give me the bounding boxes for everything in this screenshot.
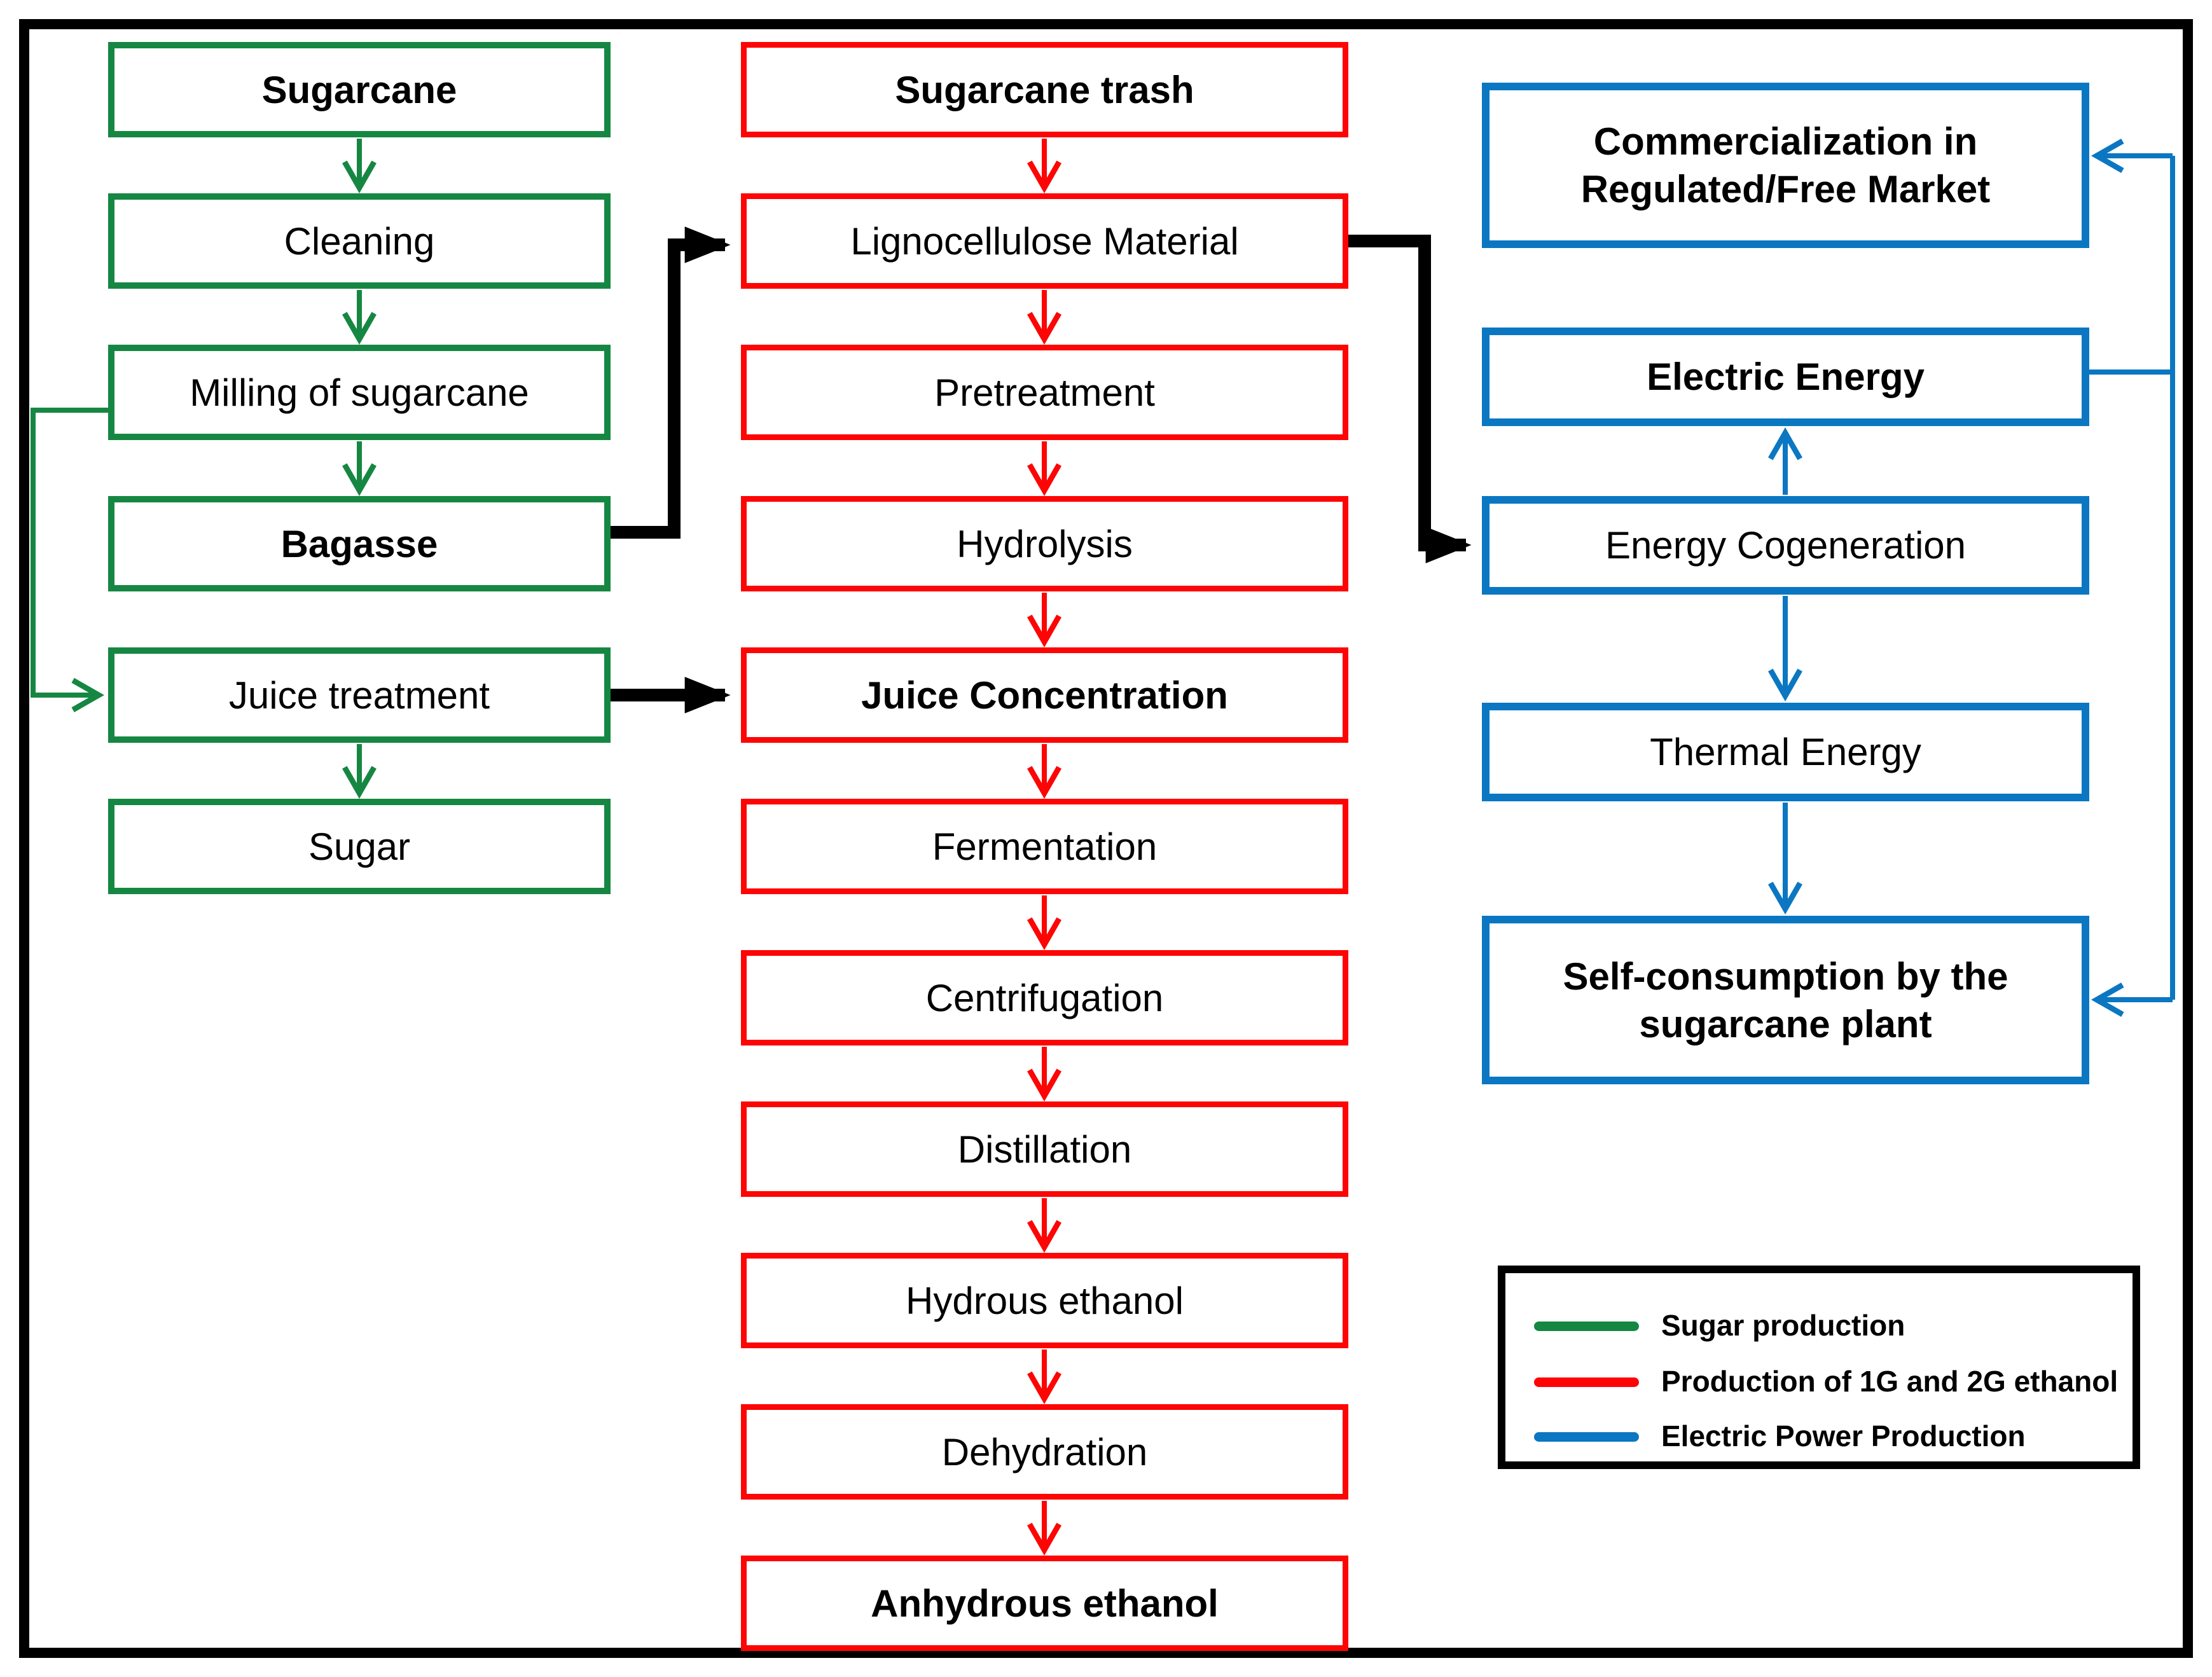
node-lignocellulose-material: Lignocellulose Material	[741, 193, 1348, 289]
node-commercialization: Commercialization in Regulated/Free Mark…	[1482, 83, 2089, 248]
node-label: Juice Concentration	[861, 673, 1228, 717]
node-thermal-energy: Thermal Energy	[1482, 703, 2089, 801]
node-label: Electric Energy	[1647, 355, 1925, 398]
node-label: Thermal Energy	[1650, 731, 1921, 773]
legend-label: Sugar production	[1661, 1309, 1905, 1342]
legend-label: Production of 1G and 2G ethanol	[1661, 1365, 2119, 1398]
node-milling: Milling of sugarcane	[108, 345, 611, 440]
node-label: Dehydration	[941, 1430, 1148, 1473]
node-dehydration: Dehydration	[741, 1404, 1348, 1500]
node-sugarcane-trash: Sugarcane trash	[741, 42, 1348, 137]
node-pretreatment: Pretreatment	[741, 345, 1348, 440]
legend-label: Electric Power Production	[1661, 1419, 2026, 1453]
node-label: Pretreatment	[934, 371, 1155, 414]
node-energy-cogeneration: Energy Cogeneration	[1482, 496, 2089, 595]
legend-swatch-red-line	[1534, 1377, 1639, 1387]
node-cleaning: Cleaning	[108, 193, 611, 289]
outer-border	[19, 19, 2193, 1658]
node-hydrolysis: Hydrolysis	[741, 496, 1348, 591]
legend-row-ethanol-production: Production of 1G and 2G ethanol	[1505, 1362, 2133, 1400]
node-bagasse: Bagasse	[108, 496, 611, 591]
node-hydrous-ethanol: Hydrous ethanol	[741, 1253, 1348, 1348]
arrow-milling-to-juice-treatment	[31, 408, 108, 695]
node-label: Distillation	[957, 1128, 1132, 1171]
legend-row-sugar-production: Sugar production	[1505, 1306, 2133, 1344]
node-centrifugation: Centrifugation	[741, 950, 1348, 1046]
node-sugarcane: Sugarcane	[108, 42, 611, 137]
node-electric-energy: Electric Energy	[1482, 328, 2089, 426]
legend-swatch-green-line	[1534, 1322, 1639, 1331]
node-self-consumption: Self-consumption by the sugarcane plant	[1482, 916, 2089, 1084]
legend-row-electric-power: Electric Power Production	[1505, 1417, 2133, 1455]
connector-bagasse-to-lignocellulose	[607, 226, 731, 539]
node-label: Sugar	[308, 825, 411, 868]
node-label: Commercialization in Regulated/Free Mark…	[1580, 120, 1991, 210]
node-label: Sugarcane trash	[895, 68, 1194, 111]
node-label: Hydrous ethanol	[906, 1279, 1184, 1322]
node-label: Self-consumption by the sugarcane plant	[1563, 955, 2008, 1046]
node-anhydrous-ethanol: Anhydrous ethanol	[741, 1556, 1348, 1651]
node-label: Fermentation	[932, 825, 1158, 868]
node-label: Bagasse	[280, 522, 438, 565]
node-juice-treatment: Juice treatment	[108, 647, 611, 743]
node-sugar: Sugar	[108, 799, 611, 894]
node-label: Milling of sugarcane	[190, 371, 529, 414]
node-juice-concentration: Juice Concentration	[741, 647, 1348, 743]
connector-lignocellulose-to-cogeneration	[1348, 235, 1472, 563]
node-fermentation: Fermentation	[741, 799, 1348, 894]
node-label: Hydrolysis	[957, 522, 1133, 565]
node-label: Cleaning	[284, 219, 435, 263]
node-label: Juice treatment	[228, 673, 490, 717]
node-label: Sugarcane	[261, 68, 457, 111]
node-label: Energy Cogeneration	[1605, 524, 1967, 567]
legend-swatch-blue-line	[1534, 1432, 1639, 1442]
node-distillation: Distillation	[741, 1101, 1348, 1197]
node-label: Lignocellulose Material	[850, 219, 1239, 263]
node-label: Centrifugation	[925, 976, 1164, 1019]
legend-box: Sugar production Production of 1G and 2G…	[1498, 1266, 2140, 1469]
node-label: Anhydrous ethanol	[871, 1582, 1219, 1625]
